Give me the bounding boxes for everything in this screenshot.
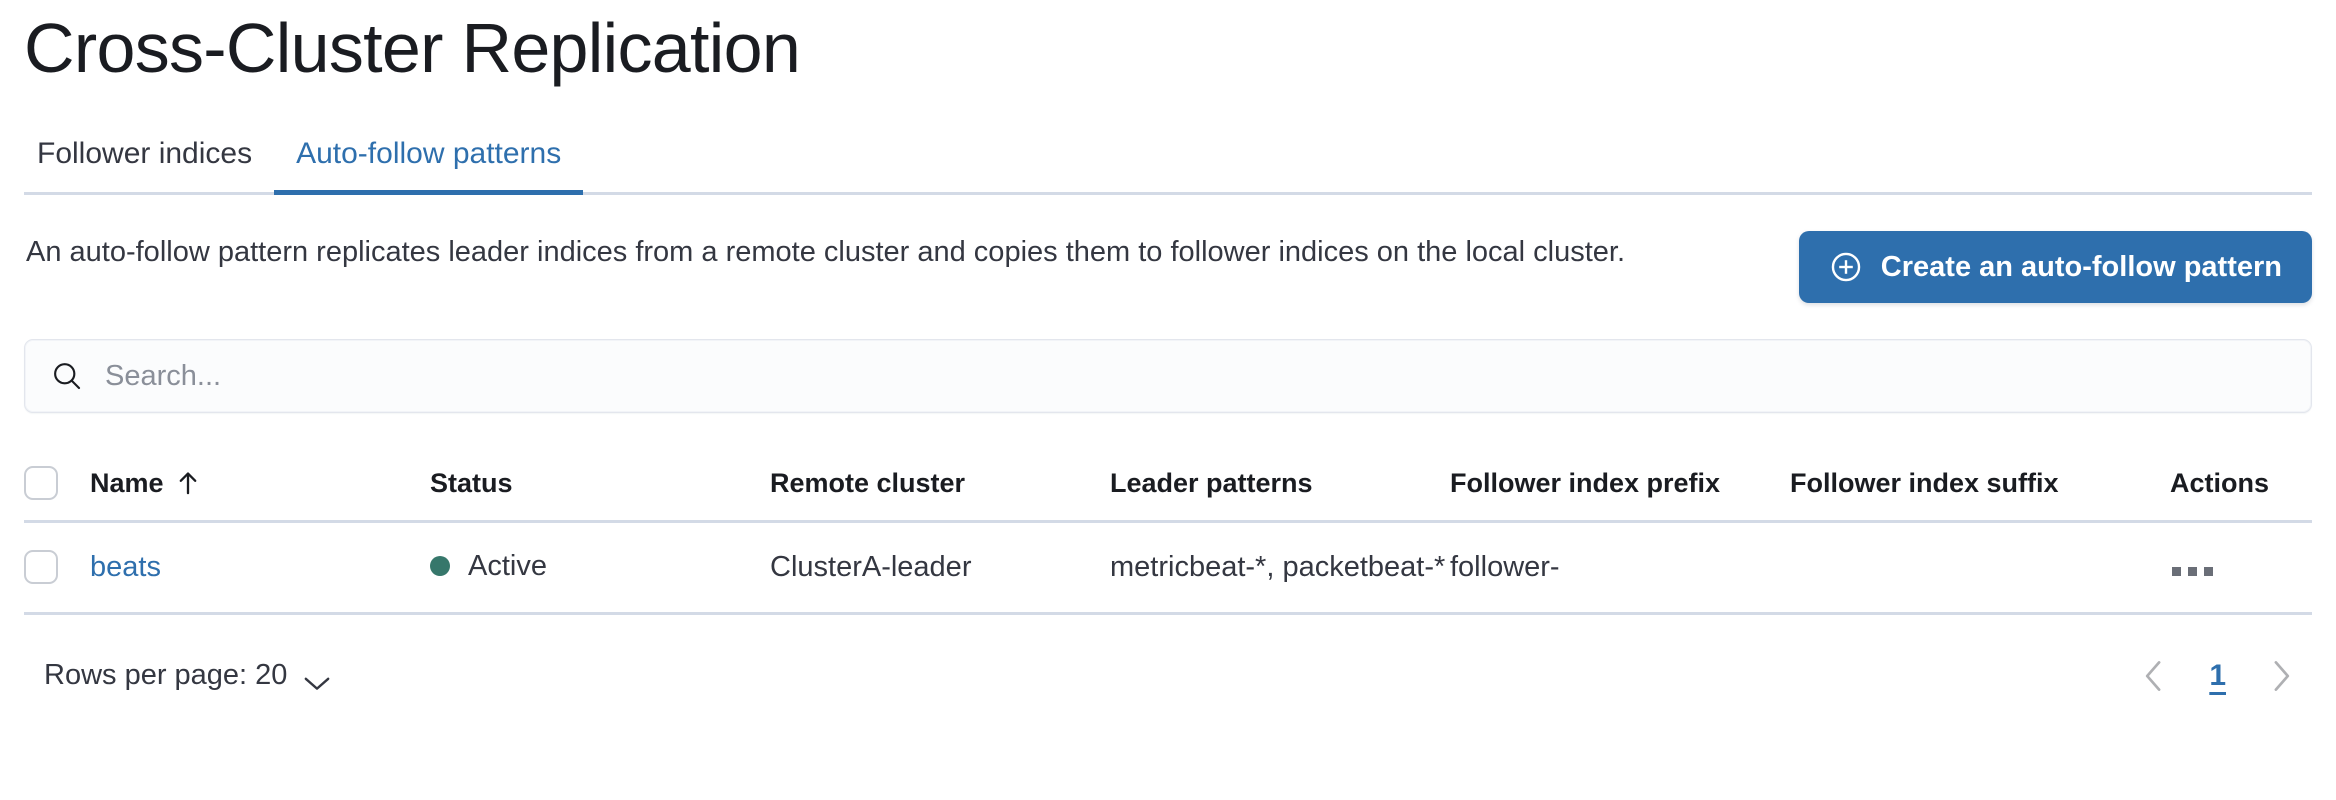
table-header: Name Status Remote cluster Leader patter…	[24, 447, 2312, 523]
tab-bar: Follower indices Auto-follow patterns	[24, 130, 2312, 195]
search-input[interactable]	[105, 359, 2285, 393]
cell-remote-cluster: ClusterA-leader	[770, 521, 1110, 615]
row-select-checkbox[interactable]	[24, 550, 58, 585]
column-header-status: Status	[430, 447, 770, 523]
auto-follow-pattern-link[interactable]: beats	[90, 550, 161, 583]
search-bar[interactable]	[24, 339, 2312, 413]
cell-leader-patterns: metricbeat-*, packetbeat-*	[1110, 521, 1450, 615]
pagination-page-1[interactable]: 1	[2201, 657, 2234, 695]
select-all-checkbox[interactable]	[24, 466, 58, 501]
table-footer: Rows per page: 20 1	[24, 655, 2312, 697]
page-description: An auto-follow pattern replicates leader…	[26, 236, 1626, 268]
table-header-row: Name Status Remote cluster Leader patter…	[24, 447, 2312, 523]
rows-per-page-label: Rows per page: 20	[44, 659, 288, 691]
intro-row: An auto-follow pattern replicates leader…	[24, 229, 2312, 303]
ellipsis-dot	[2188, 566, 2197, 576]
column-header-follower-index-prefix: Follower index prefix	[1450, 447, 1790, 523]
table-row: beats Active ClusterA-leader metricbeat-…	[24, 521, 2312, 615]
chevron-down-icon	[303, 667, 331, 690]
cell-follower-index-suffix	[1790, 521, 2170, 615]
plus-in-circle-icon	[1829, 250, 1863, 284]
column-header-actions: Actions	[2170, 447, 2312, 523]
sort-ascending-arrow-icon	[176, 470, 200, 496]
status-label: Active	[468, 549, 547, 582]
chevron-left-icon[interactable]	[2137, 655, 2171, 697]
status-dot-icon	[430, 556, 450, 577]
tab-follower-indices[interactable]: Follower indices	[24, 136, 274, 192]
column-header-name[interactable]: Name	[90, 447, 430, 523]
auto-follow-patterns-table: Name Status Remote cluster Leader patter…	[24, 447, 2312, 615]
cell-actions	[2170, 521, 2312, 615]
column-header-follower-index-suffix: Follower index suffix	[1790, 447, 2170, 523]
cell-follower-index-prefix: follower-	[1450, 521, 1790, 615]
ellipsis-dot	[2204, 566, 2213, 576]
cell-name: beats	[90, 521, 430, 615]
search-icon	[51, 360, 83, 392]
column-header-remote-cluster: Remote cluster	[770, 447, 1110, 523]
create-auto-follow-pattern-button[interactable]: Create an auto-follow pattern	[1798, 231, 2312, 303]
sort-by-name-control[interactable]: Name	[90, 468, 200, 499]
create-button-label: Create an auto-follow pattern	[1880, 250, 2282, 283]
ellipsis-horizontal-icon[interactable]	[2170, 561, 2215, 582]
column-header-leader-patterns: Leader patterns	[1110, 447, 1450, 523]
row-select-cell	[24, 521, 90, 615]
status-badge: Active	[430, 550, 547, 583]
page-title: Cross-Cluster Replication	[24, 9, 801, 87]
pagination: 1	[2137, 655, 2298, 697]
column-header-name-label: Name	[90, 467, 164, 498]
tab-auto-follow-patterns[interactable]: Auto-follow patterns	[274, 136, 584, 195]
chevron-right-icon[interactable]	[2264, 655, 2298, 697]
cell-status: Active	[430, 521, 770, 615]
ellipsis-dot	[2172, 566, 2181, 576]
rows-per-page-selector[interactable]: Rows per page: 20	[38, 658, 337, 693]
select-all-header	[24, 447, 90, 523]
table-body: beats Active ClusterA-leader metricbeat-…	[24, 521, 2312, 615]
